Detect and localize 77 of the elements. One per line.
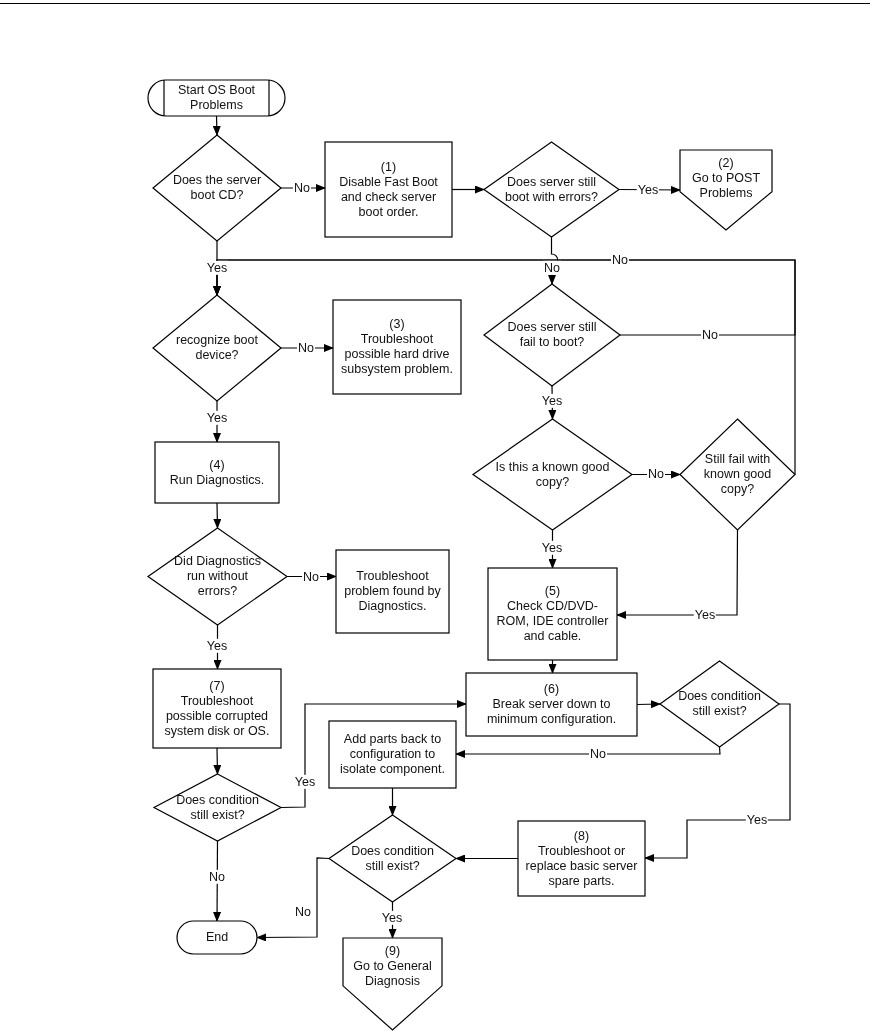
step-number: (2) [718, 156, 734, 171]
arrow [455, 854, 519, 863]
node-text: Does condition still exist? [175, 792, 260, 823]
step-number: (8) [573, 828, 590, 844]
off-page-connector [680, 150, 772, 230]
arrow [213, 502, 222, 529]
step-number: (5) [544, 584, 561, 599]
node-text: Disable Fast Boot and check server boot order. [338, 174, 439, 220]
arrow [213, 747, 222, 775]
step-number: (3) [389, 317, 405, 332]
step-number: (6) [543, 682, 560, 697]
node-text: Still fail with known good copy? [702, 452, 773, 497]
arrow [388, 901, 397, 939]
step-number: (7) [209, 678, 225, 694]
node-text: Start OS Boot Problems [176, 83, 257, 113]
node-text: Troubleshoot possible corrupted system disk or OS. [163, 693, 271, 739]
decision-diamond [154, 774, 281, 841]
decision-diamond [484, 284, 620, 386]
process-box [336, 550, 449, 633]
node-text: Does the server boot CD? [171, 173, 263, 203]
node-text: Does condition still exist? [677, 689, 762, 719]
decision-diamond [473, 419, 632, 530]
node-text: Go to POST Problems [690, 171, 762, 201]
edge-label: Yes [205, 260, 229, 276]
decision-diamond [153, 295, 281, 401]
node-text: Troubleshoot or replace basic server spare parts. [524, 843, 639, 889]
process-box [466, 673, 637, 736]
edge-label: Yes [380, 910, 404, 926]
edge-label: Yes [293, 774, 317, 790]
decision-diamond [148, 528, 287, 625]
step-number: (1) [380, 159, 397, 175]
edge-label: Yes [540, 540, 564, 556]
arrow [548, 659, 557, 674]
node-text: Troubleshoot possible hard drive subsystem problem. [340, 332, 454, 377]
arrow [548, 385, 557, 420]
node-text: Troubleshoot problem found by Diagnostics. [343, 569, 442, 614]
process-box [488, 568, 617, 660]
node-text: Did Diagnostics run without errors? [173, 554, 262, 599]
node-text: Break server down to minimum configuration. [485, 697, 618, 727]
end-terminator [177, 921, 257, 954]
edge-label: Yes [205, 410, 229, 426]
off-page-connector [343, 938, 442, 1030]
arrow [388, 787, 397, 816]
node-text: Add parts back to configuration to isolate component. [339, 732, 446, 777]
decision-diamond [484, 142, 619, 237]
node-text: Go to General Diagnosis [352, 959, 433, 989]
node-text: End [205, 930, 229, 945]
arrow [256, 857, 330, 942]
process-box [153, 669, 281, 748]
node-text: Run Diagnostics. [169, 472, 265, 488]
process-box [333, 300, 461, 394]
node-text: Is this a known good copy? [495, 459, 610, 490]
decision-diamond [329, 815, 456, 902]
edge-label: No [208, 869, 226, 885]
arrow [213, 259, 796, 336]
process-box [325, 142, 452, 237]
arrow [212, 115, 221, 136]
edge-label: No [543, 260, 561, 276]
node-text: Check CD/DVD-ROM, IDE controller and cable. [495, 599, 610, 644]
node-text: Does condition still exist? [350, 843, 435, 874]
node-text: Does server still fail to boot? [506, 320, 598, 350]
step-number: (4) [209, 457, 225, 473]
arrow [280, 700, 467, 809]
edge-label: Yes [205, 638, 229, 654]
node-text: Does server still boot with errors? [503, 174, 600, 205]
process-box [329, 721, 456, 788]
decision-diamond [660, 661, 779, 747]
process-box [518, 821, 645, 896]
process-box [155, 442, 279, 503]
decision-diamond [153, 135, 281, 241]
node-text: recognize boot device? [175, 333, 259, 363]
step-number: (9) [384, 944, 401, 959]
arrow [548, 529, 557, 569]
edge-label: Yes [540, 393, 564, 409]
start-terminator [148, 80, 285, 116]
arrow [213, 624, 222, 670]
decision-diamond [680, 419, 795, 530]
